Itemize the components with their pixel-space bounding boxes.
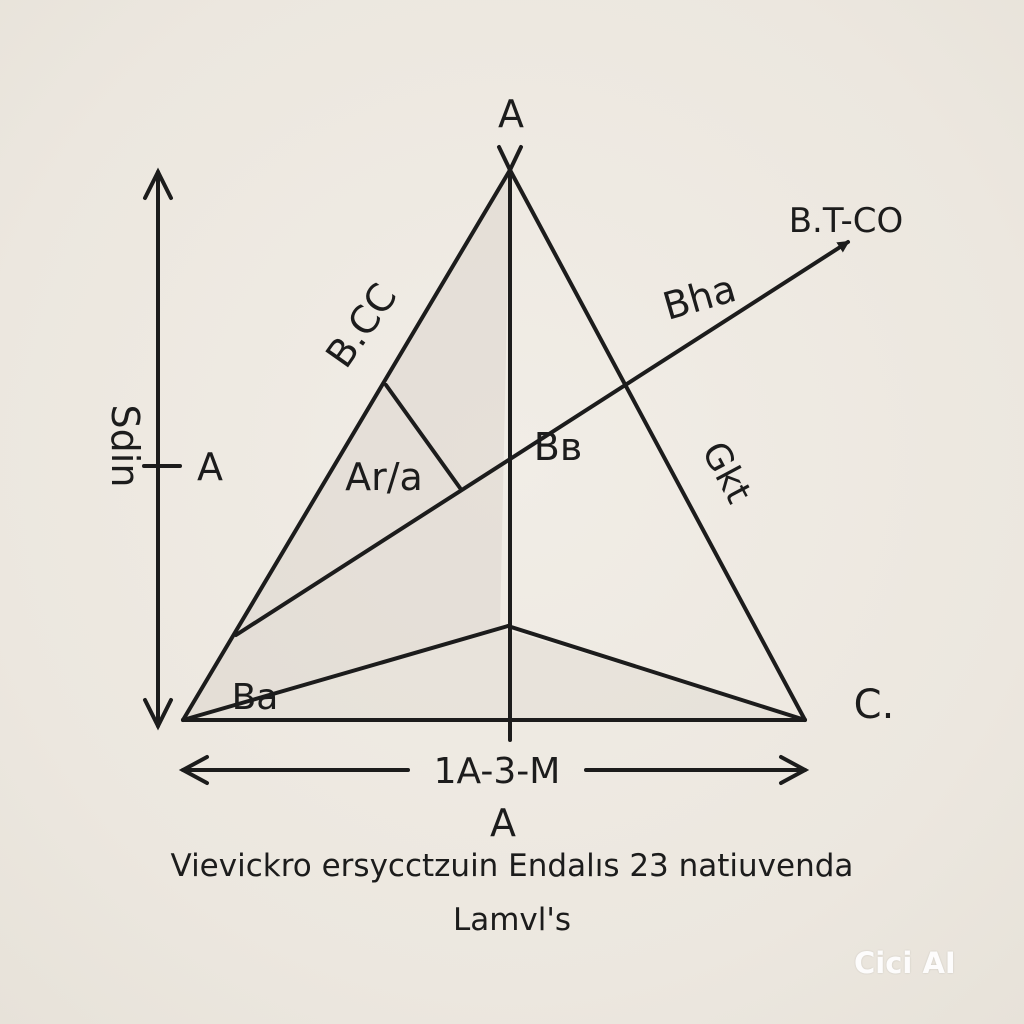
- label-apex: A: [498, 92, 524, 136]
- inner-line-right: [506, 624, 807, 722]
- caption-line-1: Vievickro ersycctzuin Endalıs 23 natiuve…: [170, 848, 854, 884]
- label-base-left: Ba: [232, 677, 279, 718]
- diagonal-arrow: [234, 240, 850, 637]
- inner-line-left: [181, 624, 510, 722]
- label-height-mark: A: [197, 445, 223, 489]
- label-base-dimension: 1A-3-M: [434, 751, 561, 792]
- triangle-side-left: [181, 168, 512, 722]
- label-center: Bв: [534, 425, 582, 469]
- caption-line-2: Lamvl's: [452, 902, 572, 938]
- label-right-arrow: B.T-CO: [789, 201, 904, 241]
- label-inner-left: Ar/a: [345, 455, 423, 499]
- inner-segment: [384, 383, 462, 490]
- watermark-logo: Cici AI: [854, 946, 956, 980]
- label-height-axis: Sdin: [103, 405, 147, 488]
- height-arrow-bottom: [143, 698, 173, 731]
- label-left-side: B.CC: [317, 276, 405, 376]
- label-right-vertex: C.: [854, 682, 895, 728]
- apex-tick-right: [508, 145, 523, 172]
- height-arrow-top: [143, 167, 173, 200]
- label-bottom: A: [490, 801, 516, 845]
- triangle-side-right: [508, 168, 807, 722]
- label-right-side: Gkt: [693, 435, 759, 510]
- bottom-face-shade: [183, 628, 805, 720]
- apex-tick-left: [497, 145, 512, 172]
- base-dimension-arrow-left: [178, 755, 209, 785]
- base-dimension-arrow-right: [779, 755, 810, 785]
